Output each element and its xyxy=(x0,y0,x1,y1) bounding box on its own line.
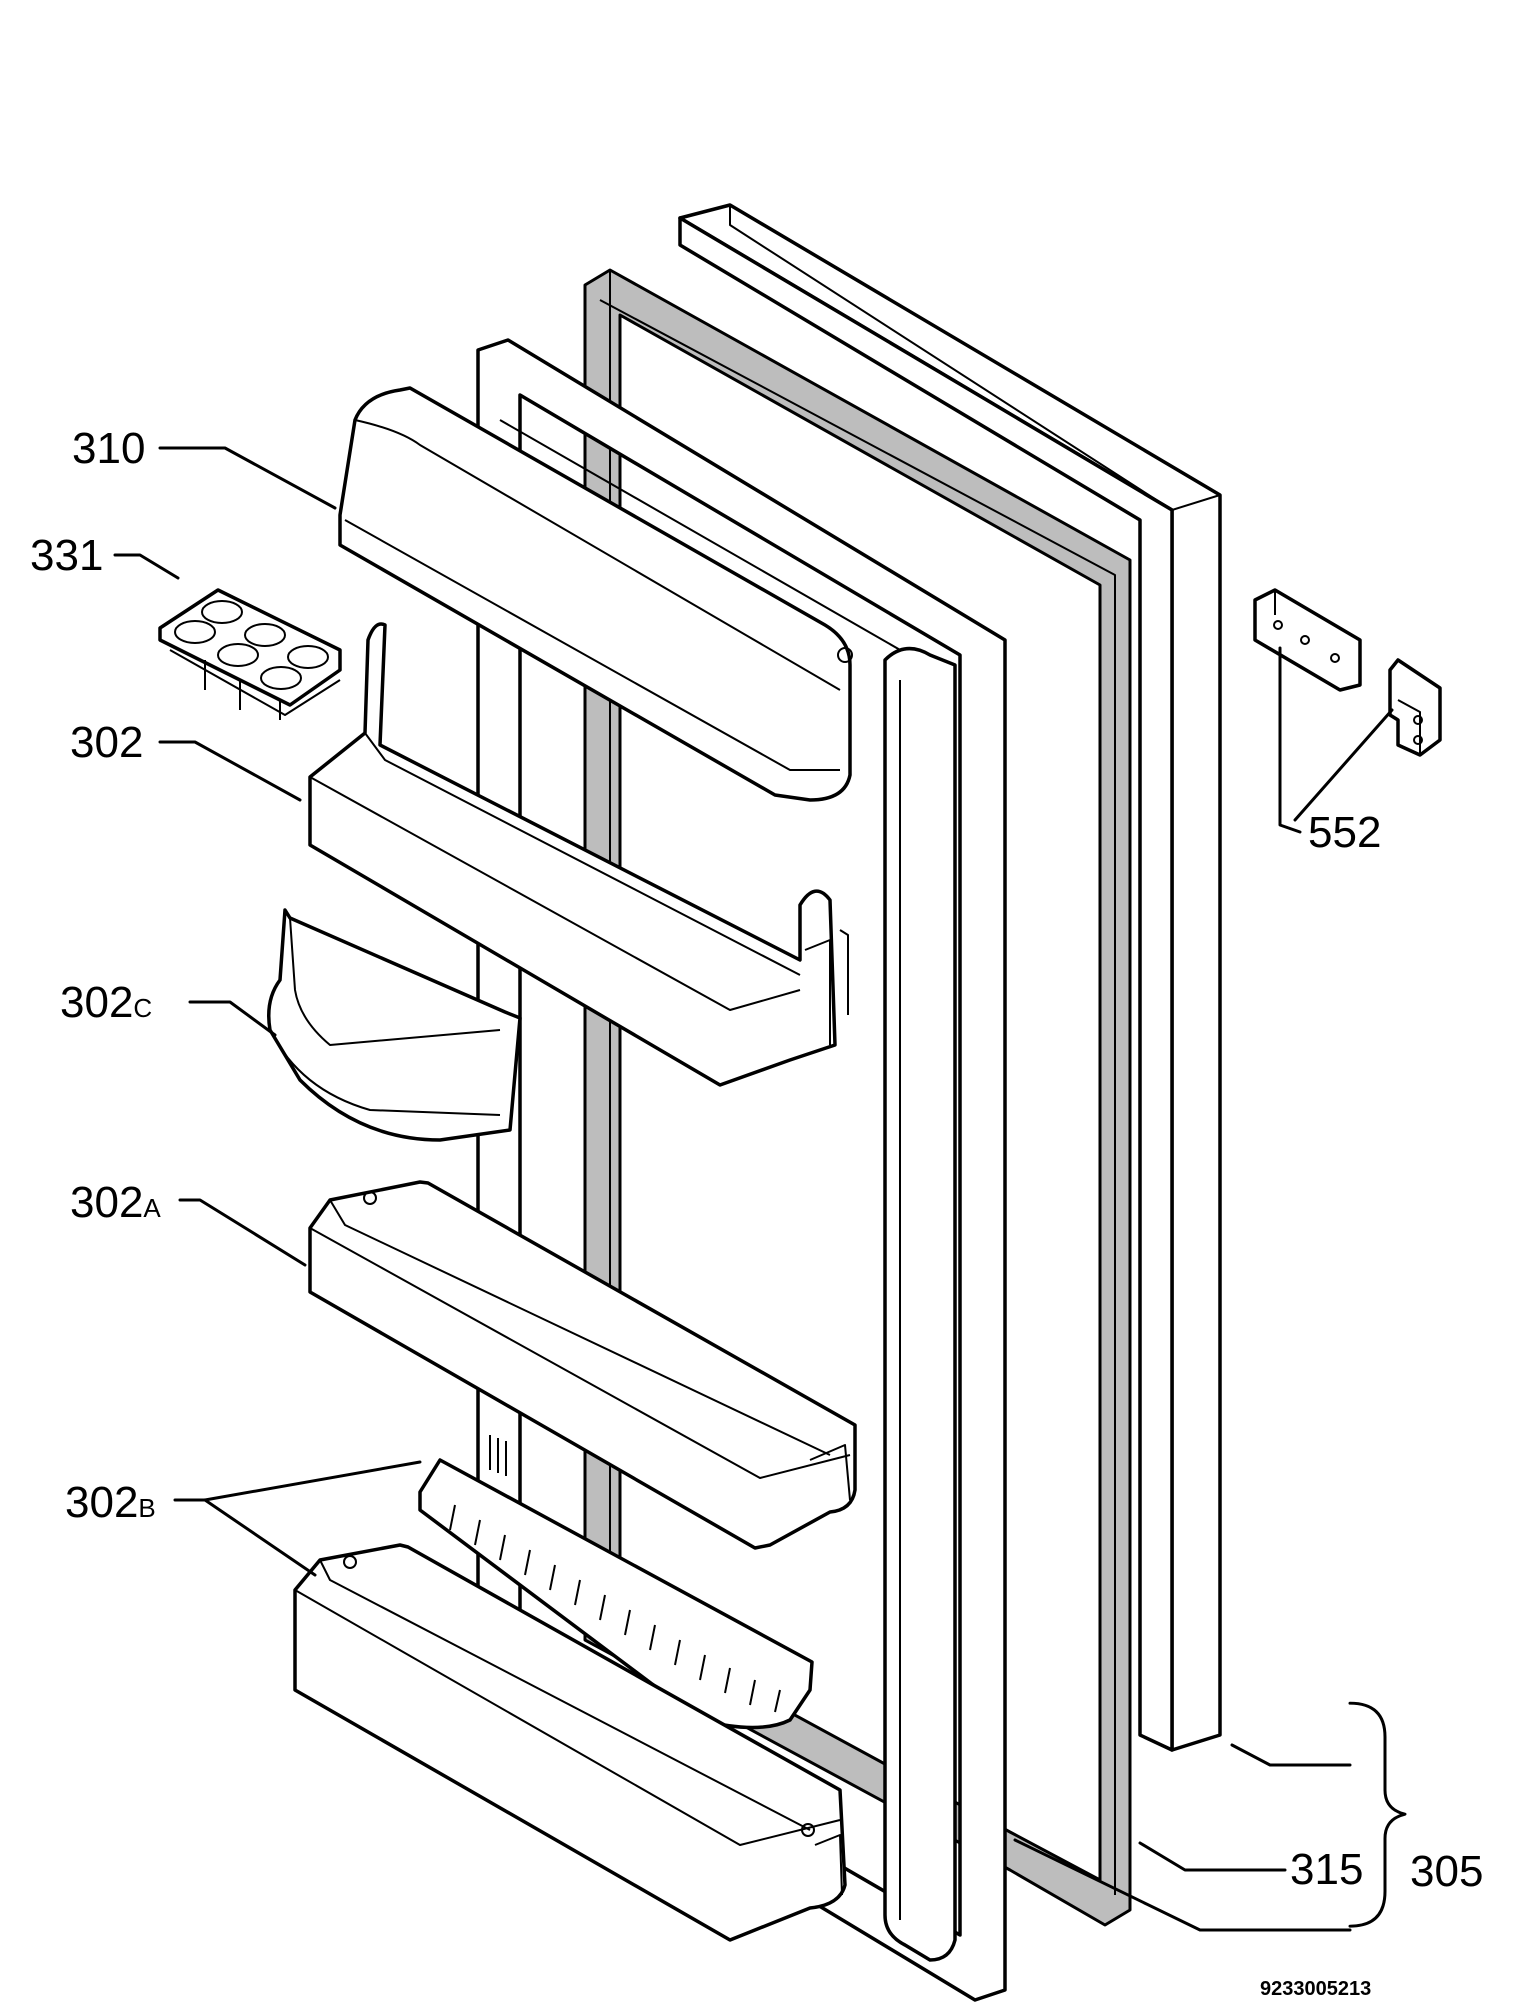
label-552: 552 xyxy=(1308,808,1381,857)
label-331: 331 xyxy=(30,531,103,580)
label-302b: 302B xyxy=(65,1478,156,1527)
label-302c: 302C xyxy=(60,978,152,1027)
label-310: 310 xyxy=(72,424,145,473)
part-302b-bottom-bin xyxy=(293,1543,847,1942)
part-331-egg-tray xyxy=(158,588,342,720)
label-315: 315 xyxy=(1290,1845,1363,1894)
label-305: 305 xyxy=(1410,1847,1483,1896)
label-302a: 302A xyxy=(70,1178,161,1227)
part-labels: 310 331 302 302C 302A 302B 552 315 305 9… xyxy=(30,424,1483,2000)
part-302-door-shelf xyxy=(308,622,849,1087)
drawing-number: 9233005213 xyxy=(1260,1978,1371,2000)
label-302: 302 xyxy=(70,718,143,767)
leader-lines xyxy=(113,446,1407,1932)
door-outer-panel xyxy=(678,203,1222,1752)
part-310-dairy-compartment xyxy=(338,386,853,802)
part-552-hinge-brackets xyxy=(1253,588,1442,757)
door-inner-liner xyxy=(476,338,1007,2002)
part-302a-door-shelf xyxy=(308,1180,857,1550)
part-302c-small-bin xyxy=(267,908,522,1142)
